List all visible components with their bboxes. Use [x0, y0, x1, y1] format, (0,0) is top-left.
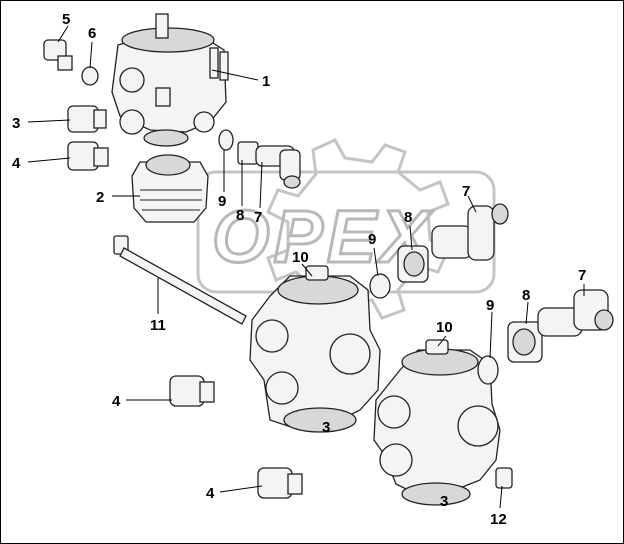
connector-4-top: [67, 141, 109, 171]
callout-7-lower: 7: [578, 267, 586, 284]
callout-3: 3: [12, 115, 20, 132]
port-mark-2: 3: [440, 493, 448, 510]
callout-labels: 5 6 1 3 4 2 9 8 7 7 8 9 10 11 4 7 8 9 10…: [12, 11, 586, 528]
tee-fitting-7a: [255, 145, 301, 189]
connector-4-bottom: [257, 467, 303, 499]
nut-12: [495, 467, 513, 489]
valve-block-2: 3: [373, 348, 501, 510]
callout-4-bottom: 4: [206, 485, 215, 502]
connector-3: [67, 105, 107, 133]
watermark-logo: OPEX: [196, 138, 496, 324]
callout-8-upper: 8: [236, 207, 244, 224]
callout-5: 5: [62, 11, 70, 28]
silencer: [131, 154, 209, 223]
callout-9-upper: 9: [218, 193, 226, 210]
callout-4-middle: 4: [112, 393, 121, 410]
plug-screw: [43, 39, 73, 71]
cap-10a: [305, 265, 329, 281]
cap-10b: [425, 339, 449, 355]
callout-12: 12: [490, 511, 507, 528]
port-mark-1: 3: [322, 419, 330, 436]
callout-4-top: 4: [12, 155, 21, 172]
connector-4-middle: [169, 375, 215, 407]
callout-7-middle: 7: [462, 183, 470, 200]
leader-lines: [27, 25, 585, 509]
long-bolt-11: [113, 235, 247, 325]
sealing-ring-9b: [369, 273, 391, 299]
callout-10-lower: 10: [436, 319, 453, 336]
callout-8-lower: 8: [522, 287, 530, 304]
nut-8a: [237, 141, 259, 165]
sealing-ring-9a: [218, 129, 234, 151]
air-dryer-body: [111, 13, 229, 147]
callout-10-upper: 10: [292, 249, 309, 266]
callout-7-upper: 7: [254, 209, 262, 226]
callout-8-middle: 8: [404, 209, 412, 226]
callout-1: 1: [262, 73, 270, 90]
callout-6: 6: [88, 25, 96, 42]
sealing-ring-6: [81, 66, 99, 86]
valve-block-1: 3: [249, 275, 381, 436]
callout-2: 2: [96, 189, 104, 206]
callout-9-middle: 9: [368, 231, 376, 248]
nut-8c: [507, 321, 543, 363]
sealing-ring-9c: [477, 355, 499, 385]
callout-9-lower: 9: [486, 297, 494, 314]
callout-11: 11: [150, 317, 166, 334]
nut-8b: [397, 245, 429, 283]
tee-fitting-7b: [431, 203, 509, 261]
watermark-text: OPEX: [212, 195, 434, 278]
tee-fitting-7c: [537, 289, 614, 337]
